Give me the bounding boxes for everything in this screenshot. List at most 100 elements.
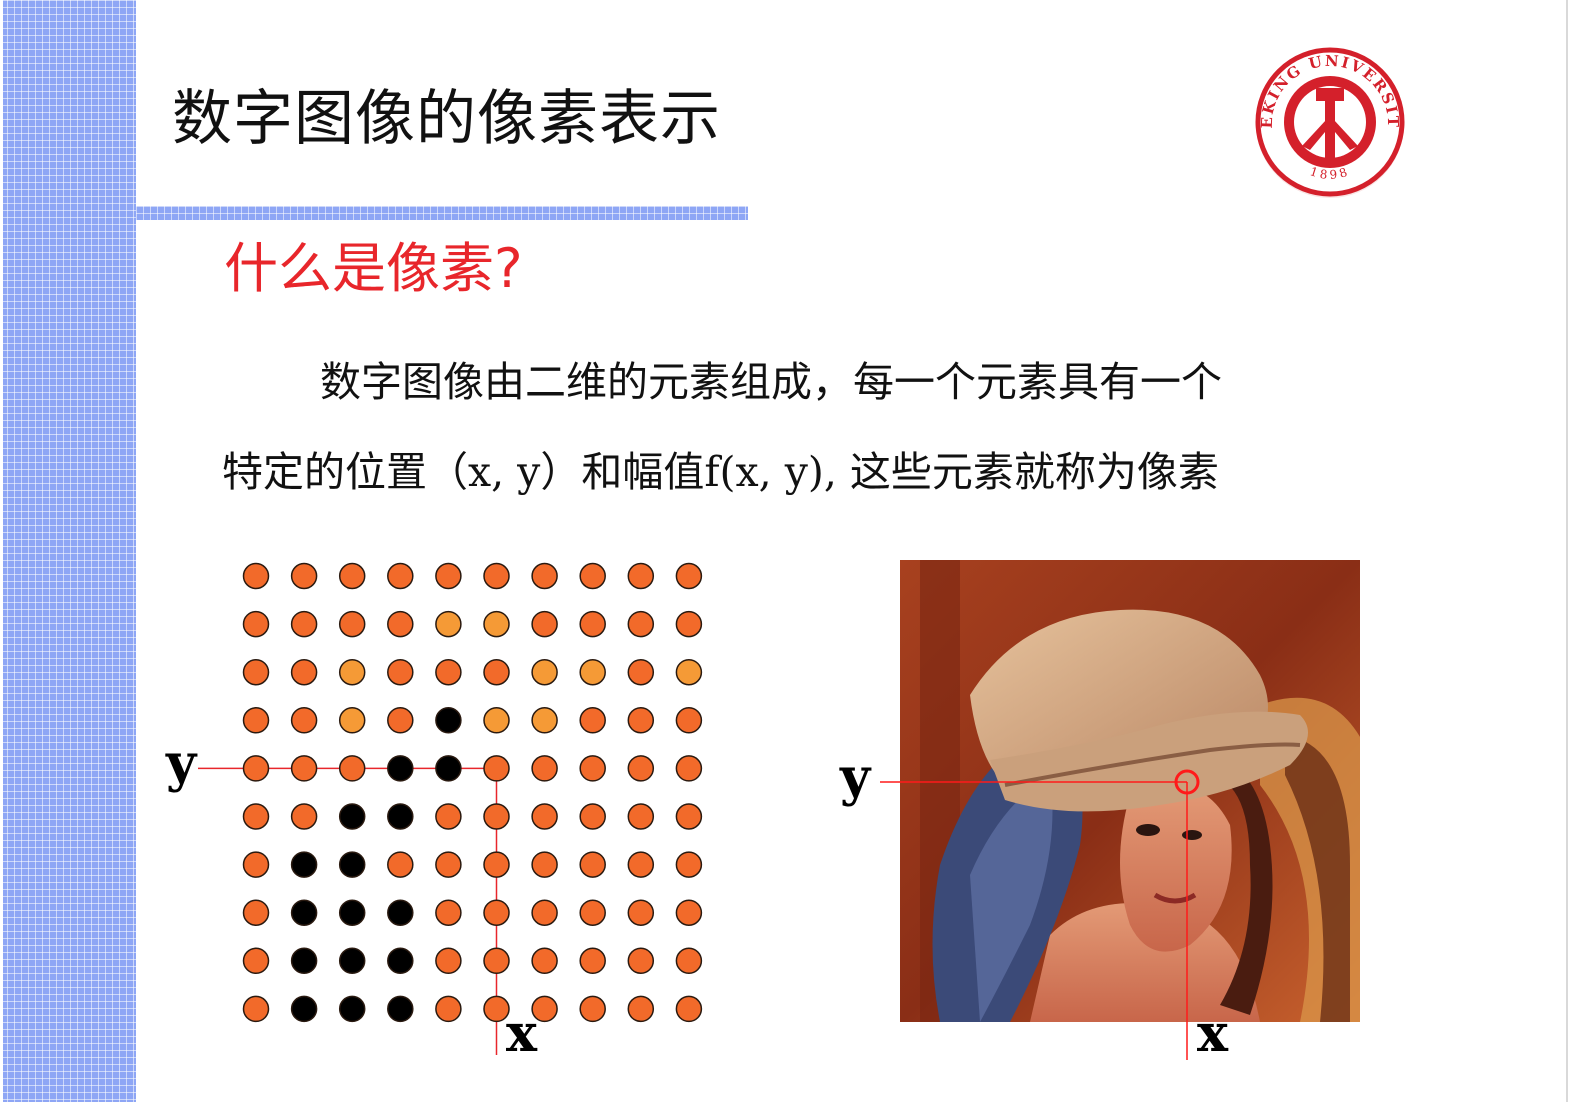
pixel-dot xyxy=(579,851,606,878)
portrait-photo xyxy=(900,560,1360,1022)
pixel-dot xyxy=(290,755,318,782)
pixel-dot xyxy=(483,803,510,830)
logo-year-text: 1898 xyxy=(1308,164,1349,182)
pixel-dot xyxy=(338,803,366,830)
pixel-dot xyxy=(338,562,366,590)
pixel-dot xyxy=(387,562,414,590)
pixel-dot xyxy=(531,851,558,878)
pixel-dot xyxy=(290,707,318,734)
peking-university-logo: PEKING UNIVERSITY 1898 xyxy=(1250,42,1405,198)
grid-x-axis-label: x xyxy=(506,1003,538,1060)
pixel-dot xyxy=(627,803,655,830)
photo-pixel-marker xyxy=(1174,769,1200,795)
pixel-dot xyxy=(579,562,606,590)
pixel-dot xyxy=(387,658,414,686)
pixel-dot xyxy=(483,995,510,1023)
pixel-dot xyxy=(627,995,655,1023)
pixel-dot xyxy=(627,610,655,638)
definition-text-line-2: 特定的位置（x, y）和幅值f(x, y), 这些元素就称为像素 xyxy=(222,448,1219,496)
title-underline-bar xyxy=(136,206,748,220)
pixel-dot xyxy=(627,851,655,878)
pixel-dot xyxy=(483,947,510,975)
pixel-dot xyxy=(531,658,558,686)
pixel-dot xyxy=(338,947,366,975)
pixel-dot xyxy=(579,707,606,734)
pixel-dot xyxy=(531,610,558,638)
pixel-dot xyxy=(338,755,366,782)
sidebar-edge xyxy=(0,0,3,1102)
pixel-dot xyxy=(387,610,414,638)
pixel-dot xyxy=(242,995,270,1023)
pixel-dot xyxy=(483,851,510,878)
grid-y-axis-label: y xyxy=(165,733,198,794)
pixel-dot xyxy=(675,707,703,734)
pixel-dot xyxy=(579,610,606,638)
pixel-dot xyxy=(675,995,703,1023)
pixel-dot xyxy=(338,610,366,638)
pixel-grid-diagram: y x xyxy=(165,562,703,1060)
pixel-dot xyxy=(531,899,558,926)
pixel-dot xyxy=(338,851,366,878)
pixel-dot xyxy=(387,803,414,830)
pixel-dot xyxy=(387,995,414,1023)
pixel-dot xyxy=(242,899,270,926)
pixel-dot xyxy=(483,899,510,926)
pixel-dot xyxy=(242,658,270,686)
pixel-dot xyxy=(675,851,703,878)
photo-x-axis-label: x xyxy=(1197,1003,1229,1064)
pixel-dot xyxy=(290,851,318,878)
pixel-dot xyxy=(579,947,606,975)
pixel-dot xyxy=(627,899,655,926)
pixel-dot xyxy=(531,995,558,1023)
pixel-dot xyxy=(338,658,366,686)
pixel-dot xyxy=(483,562,510,590)
pixel-dot xyxy=(675,803,703,830)
pixel-dot xyxy=(387,947,414,975)
pixel-dot xyxy=(387,851,414,878)
pixel-dot xyxy=(627,562,655,590)
pixel-dot xyxy=(435,803,462,830)
pixel-dot xyxy=(531,707,558,734)
pixel-dot xyxy=(531,947,558,975)
pixel-dot xyxy=(675,755,703,782)
pixel-dot xyxy=(435,995,462,1023)
pixel-dot xyxy=(435,851,462,878)
pixel-dot xyxy=(290,803,318,830)
pixel-dot xyxy=(290,658,318,686)
pixel-dot xyxy=(242,947,270,975)
pixel-dot xyxy=(579,995,606,1023)
slide-right-border xyxy=(1566,0,1568,1102)
pixel-dot xyxy=(435,610,462,638)
pixel-dot xyxy=(531,562,558,590)
pixel-dot xyxy=(435,562,462,590)
pixel-dot xyxy=(242,707,270,734)
pixel-dot xyxy=(627,755,655,782)
pixel-dot xyxy=(290,899,318,926)
pixel-dot xyxy=(387,755,414,782)
sample-photo-figure: y x xyxy=(839,560,1360,1064)
pixel-dot xyxy=(290,995,318,1023)
pixel-dot xyxy=(579,803,606,830)
pixel-dot xyxy=(579,899,606,926)
definition-text-line-1: 数字图像由二维的元素组成，每一个元素具有一个 xyxy=(320,358,1222,406)
pixel-dot xyxy=(483,658,510,686)
pixel-dot xyxy=(242,851,270,878)
pixel-dot xyxy=(627,707,655,734)
pixel-dot xyxy=(483,707,510,734)
slide-title: 数字图像的像素表示 xyxy=(172,84,721,154)
pixel-dot xyxy=(627,947,655,975)
pixel-dot xyxy=(675,610,703,638)
photo-y-axis-label: y xyxy=(839,747,872,808)
pixel-dot xyxy=(290,610,318,638)
pixel-dot xyxy=(579,658,606,686)
pixel-dot xyxy=(435,707,462,734)
pixel-dot xyxy=(338,899,366,926)
pixel-dot xyxy=(242,562,270,590)
pixel-dot xyxy=(338,707,366,734)
decorative-sidebar xyxy=(0,0,136,1102)
pixel-dot xyxy=(483,610,510,638)
pixel-dot xyxy=(675,658,703,686)
pixel-dot xyxy=(435,899,462,926)
pixel-dot xyxy=(242,610,270,638)
pixel-dot xyxy=(387,707,414,734)
